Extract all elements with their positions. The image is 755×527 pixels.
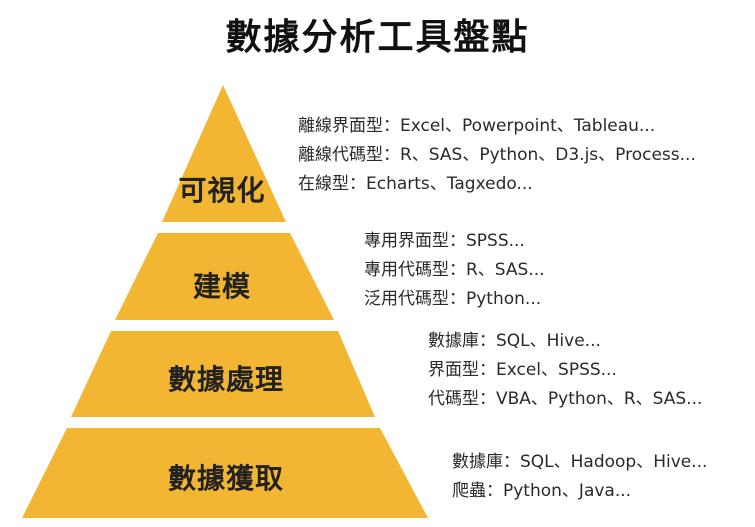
tools-acquisition: 數據庫：SQL、Hadoop、Hive... 爬蟲：Python、Java...	[452, 448, 707, 506]
pyramid-tier-acquisition	[22, 428, 428, 518]
tool-line: 離線界面型：Excel、Powerpoint、Tableau...	[298, 116, 656, 136]
tool-line: 離線代碼型：R、SAS、Python、D3.js、Process...	[298, 145, 696, 165]
pyramid-tier-visualization	[162, 85, 286, 222]
tool-line: 專用界面型：SPSS...	[364, 231, 525, 251]
tool-line: 爬蟲：Python、Java...	[452, 481, 632, 501]
tools-visualization: 離線界面型：Excel、Powerpoint、Tableau... 離線代碼型：…	[298, 112, 696, 199]
tier-label-processing: 數據處理	[167, 363, 285, 396]
tool-line: 數據庫：SQL、Hadoop、Hive...	[452, 452, 708, 472]
tool-line: 代碼型：VBA、Python、R、SAS...	[428, 389, 703, 409]
tool-line: 泛用代碼型：Python...	[364, 289, 542, 309]
tool-line: 專用代碼型：R、SAS...	[364, 260, 545, 280]
tools-processing: 數據庫：SQL、Hive... 界面型：Excel、SPSS... 代碼型：VB…	[428, 327, 702, 414]
tool-line: 在線型：Echarts、Tagxedo...	[298, 174, 533, 194]
tier-label-acquisition: 數據獲取	[167, 462, 285, 495]
tool-line: 界面型：Excel、SPSS...	[428, 360, 617, 380]
tier-label-modeling: 建模	[192, 270, 252, 303]
tool-line: 數據庫：SQL、Hive...	[428, 331, 601, 351]
pyramid-tier-modeling	[115, 233, 334, 320]
tier-label-visualization: 可視化	[178, 174, 266, 207]
page-title: 數據分析工具盤點	[225, 17, 530, 58]
pyramid-tier-processing	[71, 331, 375, 417]
tools-modeling: 專用界面型：SPSS... 專用代碼型：R、SAS... 泛用代碼型：Pytho…	[364, 227, 545, 314]
